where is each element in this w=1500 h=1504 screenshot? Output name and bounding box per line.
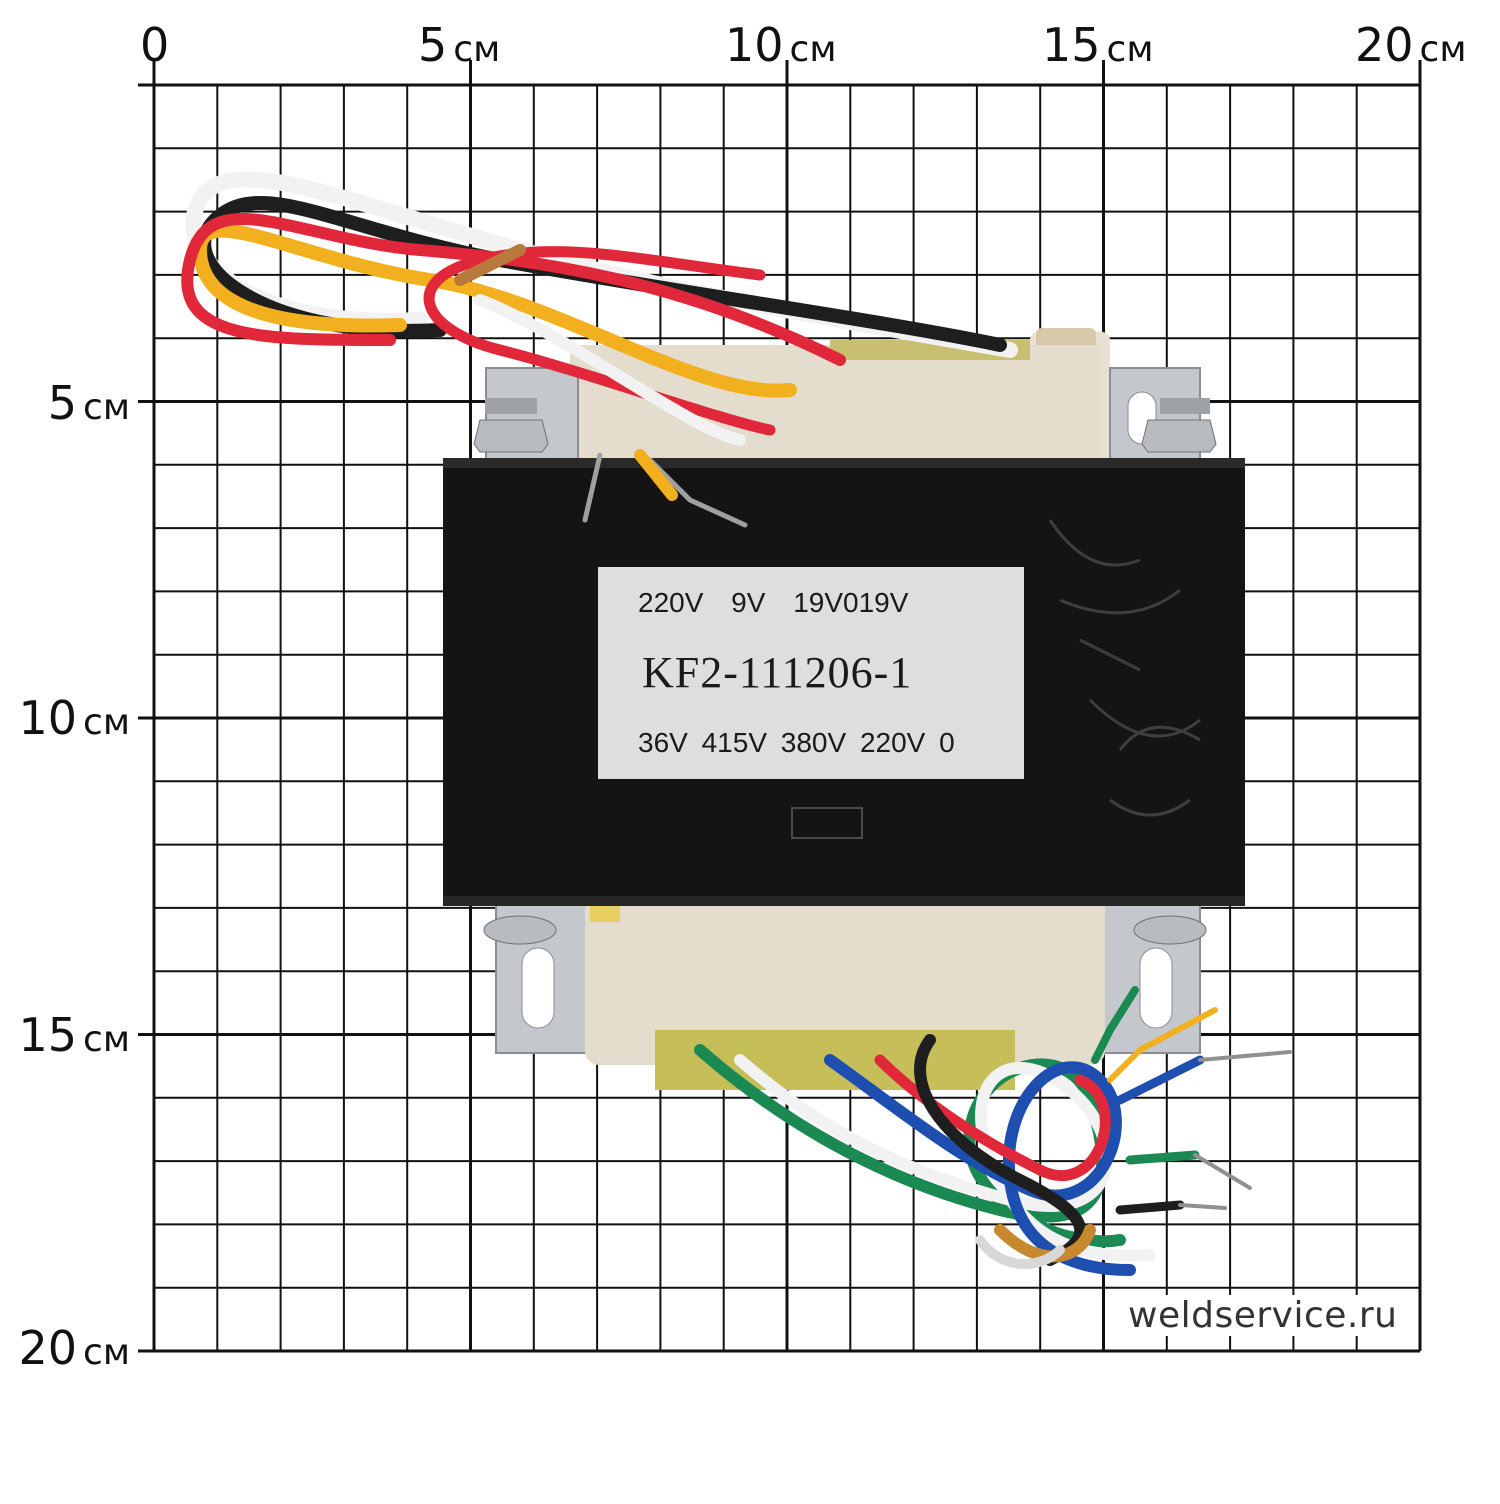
nameplate-voltages-bottom: 36V 415V 380V 220V 0 bbox=[638, 727, 955, 758]
nameplate-voltages-top: 220V 9V 19V019V bbox=[638, 587, 909, 618]
nameplate-text: 220V 9V 19V019V KF2-111206-1 36V 415V 38… bbox=[598, 567, 1024, 779]
nut-top-right bbox=[1141, 398, 1217, 453]
nameplate-model: KF2-111206-1 bbox=[642, 648, 913, 697]
watermark: weldservice.ru bbox=[1122, 1295, 1404, 1336]
nameplate bbox=[598, 567, 1024, 779]
nut-bottom-left bbox=[483, 915, 557, 945]
x-tick-0: 0 bbox=[140, 18, 170, 72]
bottom-wire-bundle bbox=[694, 986, 1292, 1276]
nut-bottom-right bbox=[1133, 915, 1207, 945]
bottom-bobbin bbox=[585, 895, 1105, 1090]
top-wire-bundle bbox=[181, 171, 1018, 528]
nut-top-left bbox=[473, 398, 549, 453]
